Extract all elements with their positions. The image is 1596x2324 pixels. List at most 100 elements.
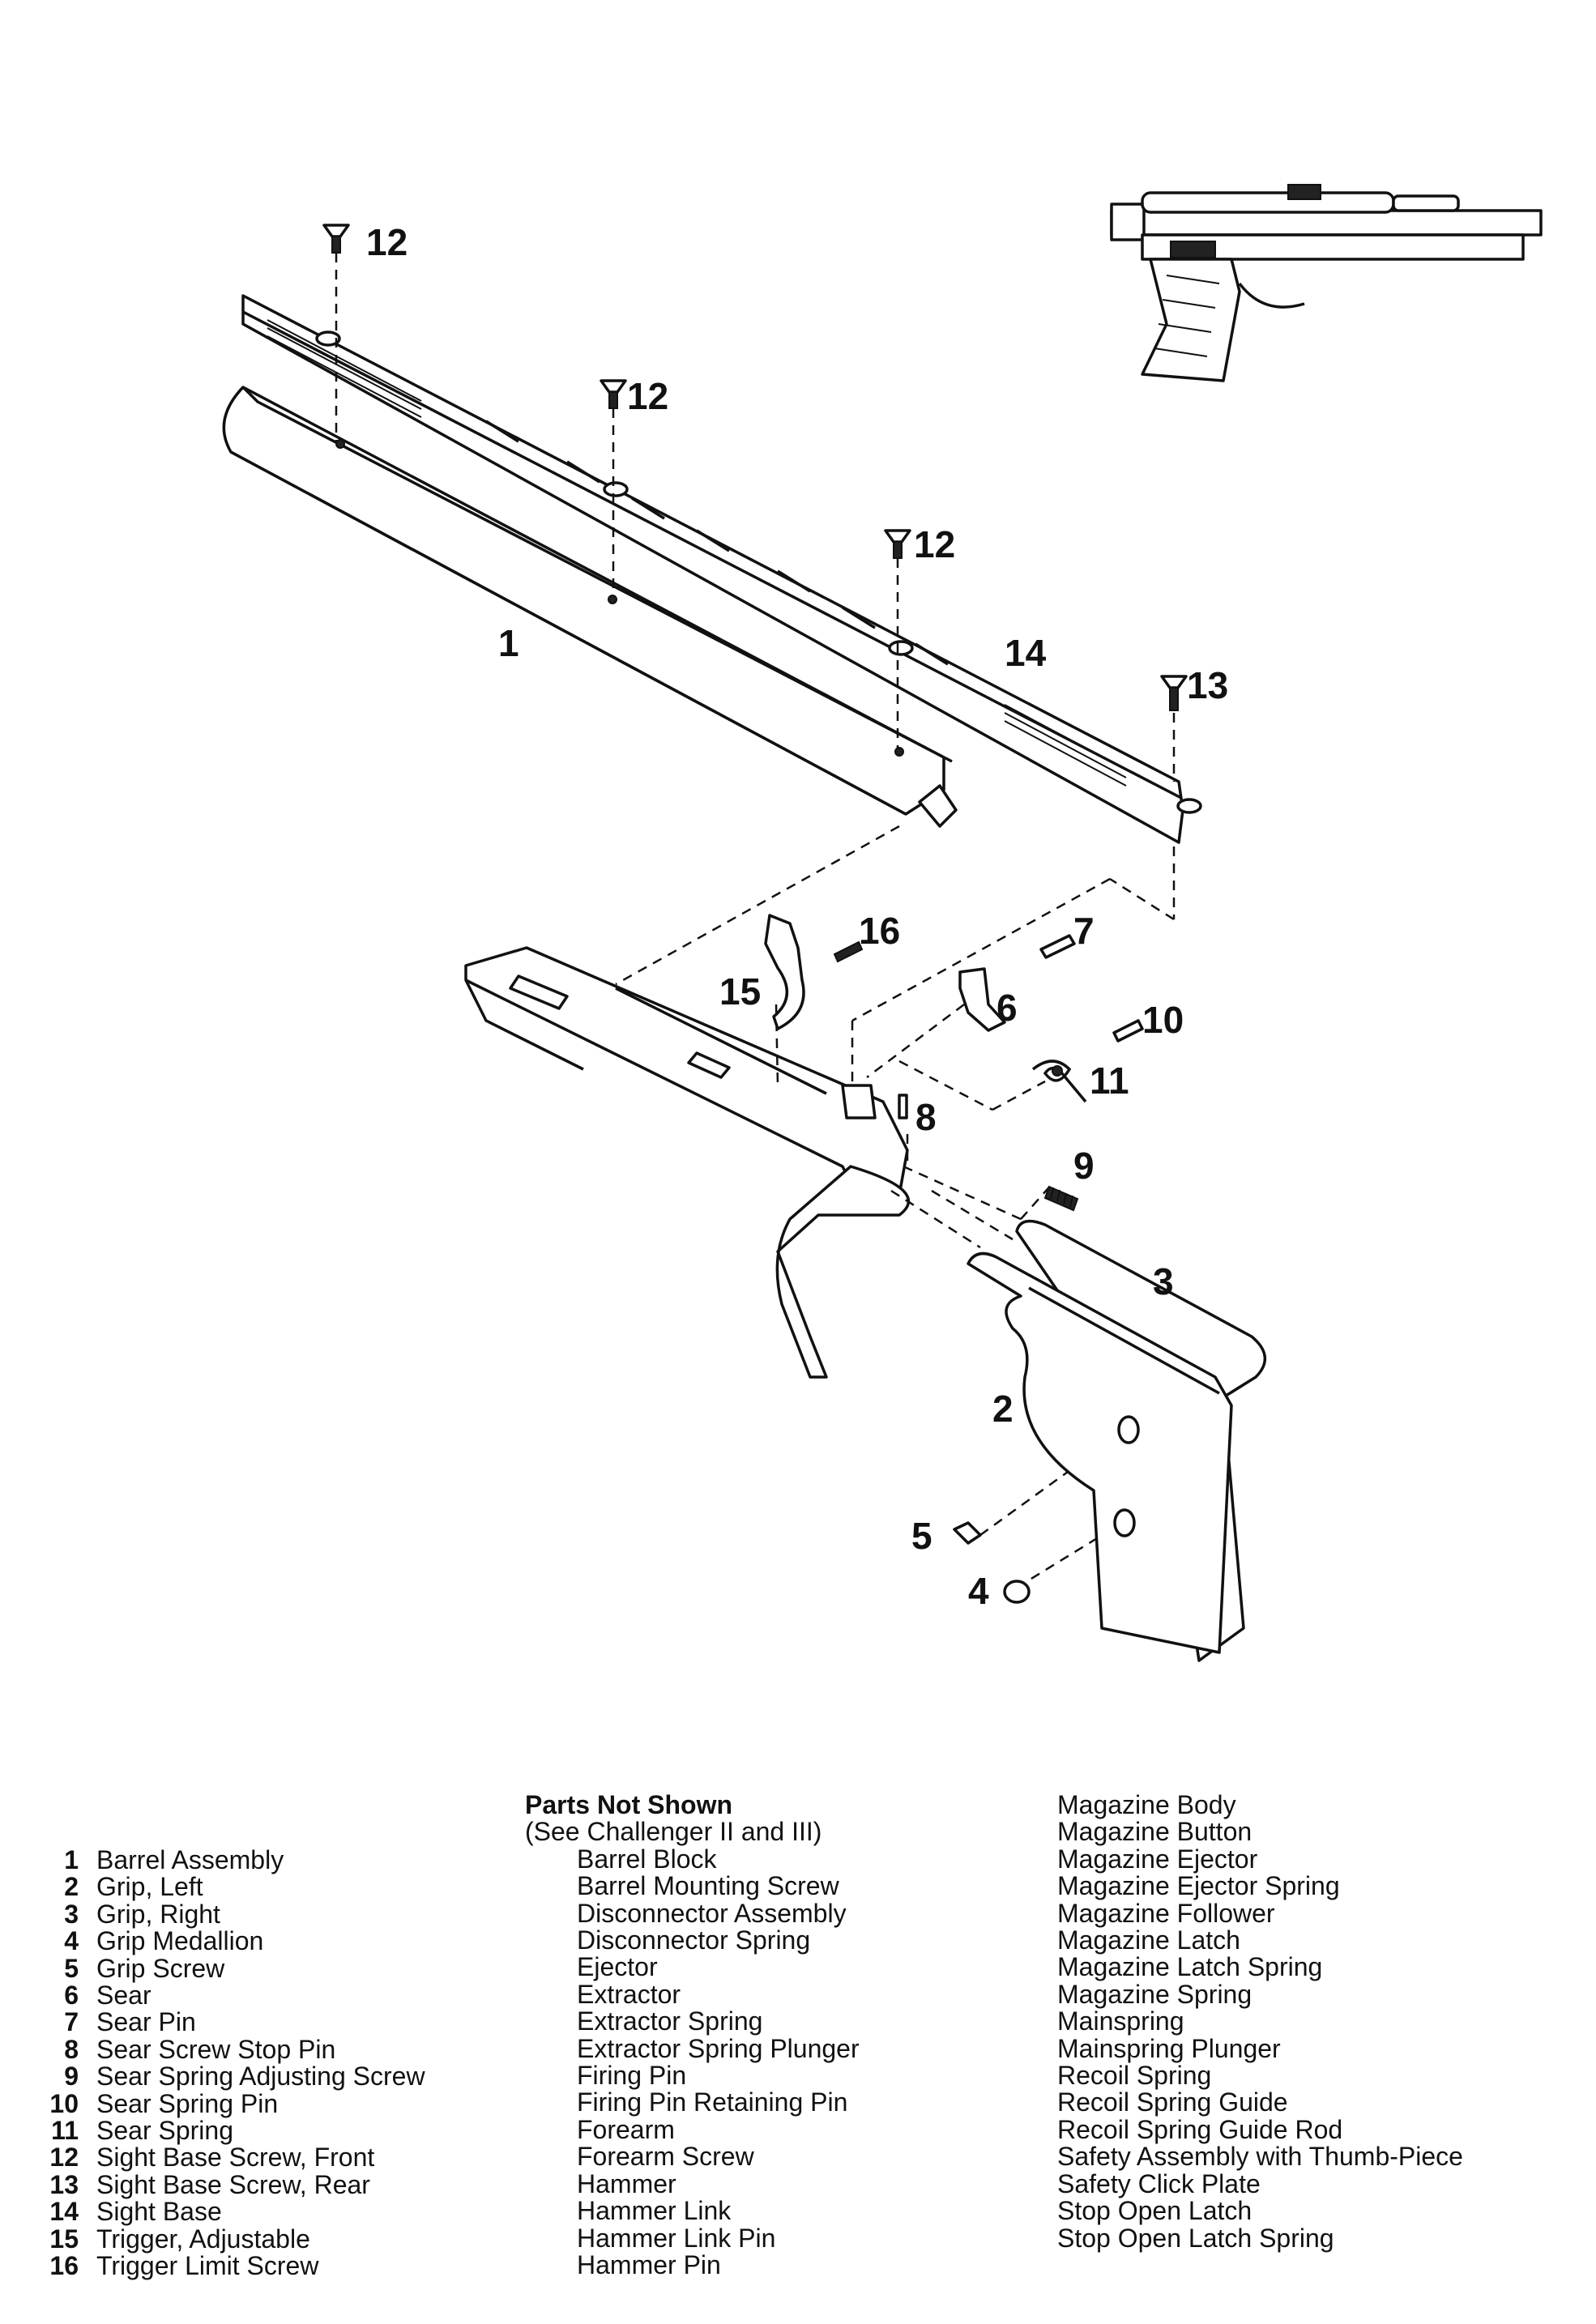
list-item: Hammer Link Pin bbox=[577, 2223, 776, 2253]
list-item: Firing Pin bbox=[577, 2061, 687, 2091]
parts-not-shown-subtitle: (See Challenger II and III) bbox=[525, 1817, 822, 1847]
list-item: Extractor Spring bbox=[577, 2006, 763, 2036]
legend-row: 1 Barrel Assembly bbox=[45, 1845, 425, 1874]
legend-number: 11 bbox=[51, 2116, 79, 2146]
legend-number: 13 bbox=[49, 2169, 79, 2199]
legend-number: 4 bbox=[64, 1926, 79, 1956]
list-item: Ejector bbox=[577, 1952, 658, 1982]
legend-number: 5 bbox=[64, 1953, 79, 1983]
sear-pin bbox=[1039, 934, 1076, 959]
list-item: Safety Click Plate bbox=[1057, 2168, 1261, 2198]
list-item: Extractor bbox=[577, 1979, 681, 2009]
list-item: Magazine Latch bbox=[1057, 1925, 1240, 1955]
list-item: Hammer bbox=[577, 2168, 676, 2198]
callout-1: 1 bbox=[498, 622, 519, 664]
legend-name: Barrel Assembly bbox=[96, 1845, 284, 1874]
legend-name: Grip, Left bbox=[96, 1872, 203, 1902]
legend-row: 9 Sear Spring Adjusting Screw bbox=[45, 2062, 425, 2092]
sear-spring bbox=[1031, 1060, 1087, 1103]
parts-not-shown-title: Parts Not Shown bbox=[525, 1790, 733, 1819]
legend-name: Sear Pin bbox=[96, 2007, 196, 2037]
list-item: Magazine Ejector Spring bbox=[1057, 1871, 1340, 1901]
sear-spring-adjusting-screw bbox=[1043, 1185, 1079, 1212]
callout-6: 6 bbox=[996, 987, 1018, 1029]
list-item: Magazine Body bbox=[1057, 1790, 1236, 1819]
legend-number: 10 bbox=[49, 2088, 79, 2118]
legend-row: 10 Sear Spring Pin bbox=[45, 2088, 425, 2118]
sight-base-screw-front-2 bbox=[600, 379, 627, 595]
legend-number: 15 bbox=[49, 2224, 79, 2254]
legend-number: 8 bbox=[64, 2034, 79, 2064]
list-item: Safety Assembly with Thumb-Piece bbox=[1057, 2142, 1463, 2172]
legend-name: Sear Spring bbox=[96, 2116, 233, 2146]
legend-number: 9 bbox=[64, 2062, 79, 2092]
trigger-limit-screw bbox=[833, 940, 864, 963]
legend-number: 3 bbox=[64, 1899, 79, 1929]
legend-number: 16 bbox=[49, 2251, 79, 2281]
legend-number: 6 bbox=[64, 1981, 79, 2011]
sight-base-screw-front-1 bbox=[322, 224, 350, 441]
list-item: Barrel Mounting Screw bbox=[577, 1871, 839, 1901]
sight-base-screw-front-3 bbox=[884, 529, 911, 749]
callout-10: 10 bbox=[1142, 999, 1184, 1041]
callout-3: 3 bbox=[1153, 1260, 1174, 1303]
grip-screw bbox=[953, 1521, 982, 1545]
callout-7: 7 bbox=[1073, 910, 1095, 952]
list-item: Barrel Block bbox=[577, 1844, 717, 1874]
assembly-guide-lines bbox=[615, 825, 1175, 1589]
list-item: Forearm Screw bbox=[577, 2142, 754, 2172]
legend-name: Trigger Limit Screw bbox=[96, 2251, 319, 2281]
list-item: Forearm bbox=[577, 2114, 675, 2144]
legend-name: Sight Base bbox=[96, 2197, 222, 2227]
legend-name: Sight Base Screw, Rear bbox=[96, 2169, 370, 2199]
legend-number: 14 bbox=[49, 2197, 79, 2227]
list-item: Disconnector Spring bbox=[577, 1925, 811, 1955]
callout-12-a: 12 bbox=[366, 221, 408, 263]
legend-row: 8 Sear Screw Stop Pin bbox=[45, 2036, 425, 2063]
legend-name: Sear Spring Pin bbox=[96, 2088, 279, 2118]
parts-not-shown-continued: Magazine Body Magazine Button Magazine E… bbox=[1057, 1790, 1463, 2253]
callout-12-b: 12 bbox=[627, 375, 668, 417]
list-item: Stop Open Latch Spring bbox=[1057, 2223, 1334, 2253]
list-item: Magazine Latch Spring bbox=[1057, 1952, 1323, 1982]
list-item: Mainspring Plunger bbox=[1057, 2033, 1281, 2063]
legend-number: 7 bbox=[64, 2007, 79, 2037]
callout-2: 2 bbox=[992, 1388, 1014, 1430]
legend-row: 15 Trigger, Adjustable bbox=[45, 2224, 425, 2254]
list-item: Recoil Spring bbox=[1057, 2061, 1212, 2091]
callout-11: 11 bbox=[1090, 1060, 1129, 1102]
legend-name: Sight Base Screw, Front bbox=[96, 2143, 375, 2173]
callout-9: 9 bbox=[1073, 1145, 1095, 1187]
grip-left bbox=[967, 1252, 1233, 1654]
legend-number: 1 bbox=[64, 1845, 79, 1874]
sight-base-screw-rear bbox=[1160, 675, 1188, 919]
legend-row: 14 Sight Base bbox=[45, 2198, 425, 2225]
legend-name: Sear Screw Stop Pin bbox=[96, 2034, 336, 2064]
callout-16: 16 bbox=[859, 910, 900, 952]
sight-base bbox=[241, 294, 1202, 844]
exploded-parts-diagram: 12 12 12 13 14 1 16 15 7 6 10 11 8 9 3 2… bbox=[222, 184, 1543, 1662]
list-item: Magazine Button bbox=[1057, 1817, 1252, 1847]
legend-row: 7 Sear Pin bbox=[45, 2009, 425, 2036]
grip-medallion bbox=[1003, 1580, 1031, 1604]
list-item: Recoil Spring Guide bbox=[1057, 2087, 1288, 2117]
list-item: Hammer Link bbox=[577, 2196, 732, 2226]
list-item: Magazine Ejector bbox=[1057, 1844, 1258, 1874]
legend-name: Sear bbox=[96, 1981, 151, 2011]
legend-number: 2 bbox=[64, 1872, 79, 1902]
list-item: Disconnector Assembly bbox=[577, 1898, 847, 1928]
callout-12-c: 12 bbox=[914, 523, 955, 565]
legend-name: Sear Spring Adjusting Screw bbox=[96, 2062, 425, 2092]
callout-15: 15 bbox=[719, 970, 761, 1013]
legend-row: 16 Trigger Limit Screw bbox=[45, 2251, 425, 2281]
legend-row: 11 Sear Spring bbox=[45, 2117, 425, 2144]
trigger-adjustable bbox=[764, 914, 805, 1030]
barrel-assembly bbox=[222, 386, 958, 828]
callout-14: 14 bbox=[1005, 632, 1047, 674]
sear-screw-stop-pin bbox=[898, 1094, 908, 1119]
assembled-pistol-thumbnail bbox=[1110, 184, 1543, 382]
legend-name: Trigger, Adjustable bbox=[96, 2224, 310, 2254]
sear-spring-pin bbox=[1112, 1019, 1144, 1043]
